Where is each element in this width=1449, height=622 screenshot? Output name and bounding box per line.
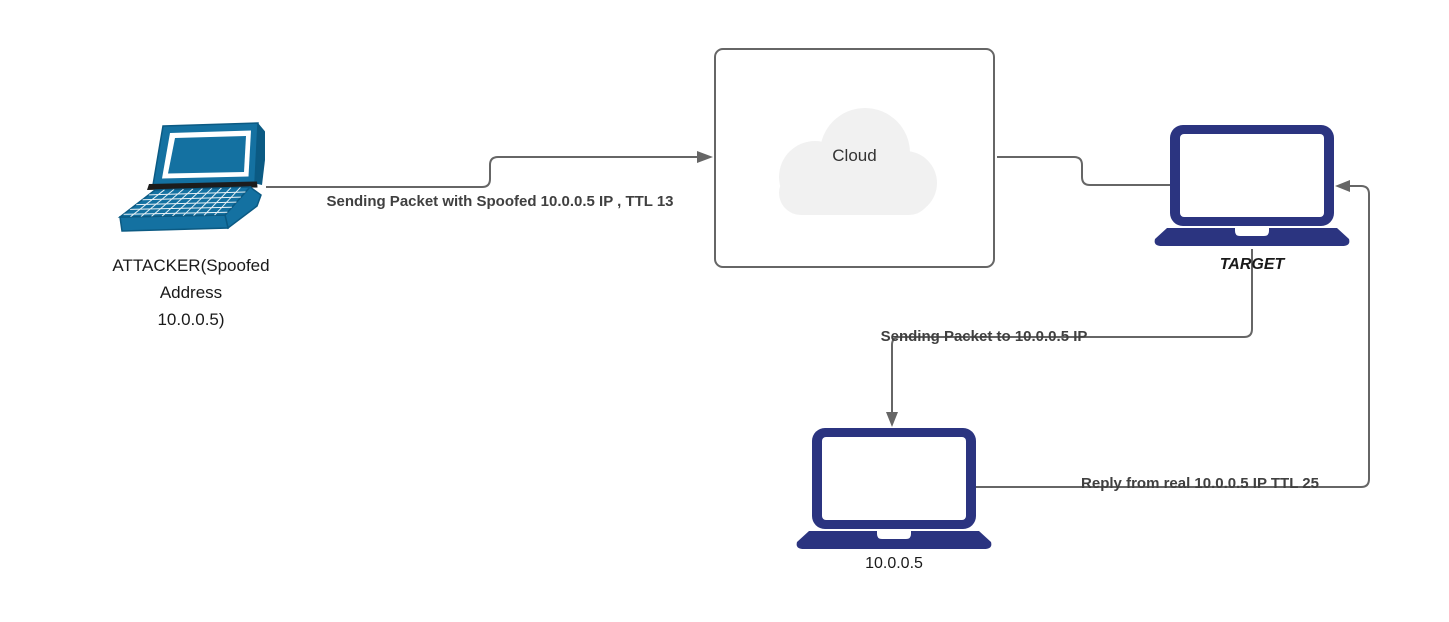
target-label: TARGET	[1219, 256, 1285, 273]
attacker-label-line2: Address	[159, 283, 223, 302]
edge-label-sending-packet: Sending Packet to 10.0.0.5 IP	[880, 328, 1088, 345]
edge-attacker-to-cloud-line	[266, 156, 697, 188]
cloud-icon	[779, 108, 937, 215]
arrowhead-down-icon	[886, 412, 898, 427]
arrowhead-right-icon	[697, 151, 713, 163]
attacker-label: ATTACKER(Spoofed Address 10.0.0.5)	[85, 252, 297, 333]
host-laptop-icon	[796, 428, 992, 549]
attacker-keyboard-grid	[123, 187, 246, 217]
host-screen	[822, 437, 966, 520]
host-base	[796, 531, 992, 549]
attacker-label-line1: ATTACKER(Spoofed	[112, 256, 270, 275]
host-base-notch	[877, 531, 911, 539]
target-base	[1154, 228, 1350, 246]
host-label: 10.0.0.5	[865, 555, 923, 572]
edge-label-spoofed-packet: Sending Packet with Spoofed 10.0.0.5 IP …	[326, 193, 674, 210]
edge-label-reply: Reply from real 10.0.0.5 IP TTL 25	[1081, 475, 1319, 492]
target-laptop-icon	[1154, 125, 1350, 246]
edge-attacker-to-cloud	[266, 151, 713, 188]
attacker-label-line3: 10.0.0.5)	[157, 310, 225, 329]
target-base-notch	[1235, 228, 1269, 236]
cloud-label: Cloud	[832, 146, 877, 165]
cloud-box: Cloud	[714, 48, 995, 268]
attacker-screen	[168, 136, 246, 174]
target-screen	[1180, 134, 1324, 217]
edge-cloud-to-target-line	[997, 156, 1170, 186]
attacker-laptop-icon	[117, 122, 265, 232]
edge-cloud-to-target	[997, 156, 1170, 186]
